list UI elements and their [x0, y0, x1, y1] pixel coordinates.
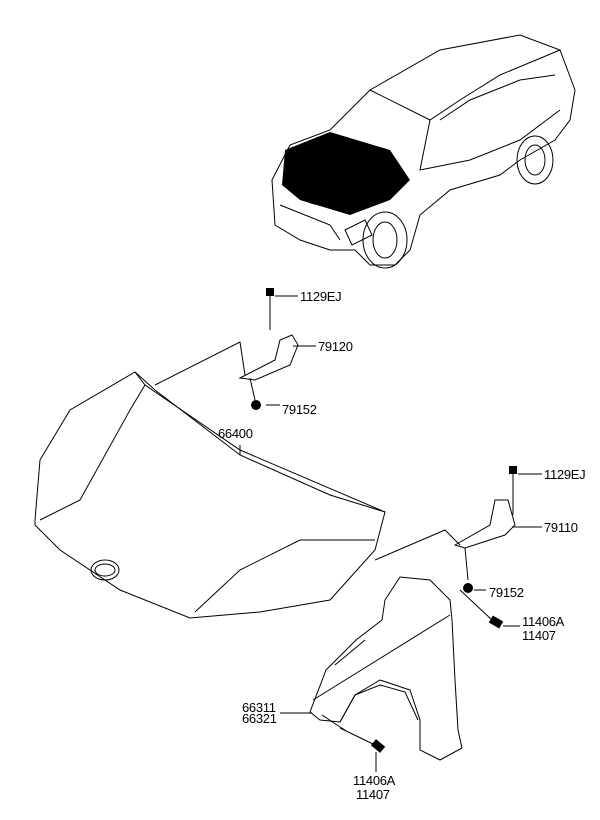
bolt-icon — [488, 615, 504, 629]
bolt-icon — [266, 288, 274, 296]
callout-label-79110: 79110 — [544, 520, 578, 535]
callout-label-1129ej-right: 1129EJ — [544, 467, 585, 482]
callout-label-79120: 79120 — [318, 339, 353, 354]
callout-label-79152-left: 79152 — [282, 402, 317, 417]
callout-label-66400: 66400 — [218, 426, 253, 441]
callout-label-11407-upper: 11407 — [522, 628, 556, 643]
hood-panel-illustration — [34, 341, 461, 619]
bolt-icon — [509, 466, 517, 474]
fender-panel-illustration — [280, 576, 520, 772]
hood-highlight — [282, 132, 410, 215]
callout-label-66311: 66311 — [242, 700, 276, 715]
callout-label-11406a-lower: 11406A — [353, 773, 396, 788]
nut-icon — [463, 583, 473, 593]
callout-label-79152-right: 79152 — [489, 585, 524, 600]
vehicle-overview-illustration — [271, 34, 576, 269]
bolt-icon — [370, 739, 386, 753]
callout-label-11406a-upper: 11406A — [522, 614, 565, 629]
callout-label-66321: 66321 — [242, 711, 277, 726]
hood-hinge-right-illustration — [453, 466, 542, 593]
nut-icon — [251, 400, 261, 410]
hood-hinge-left-illustration — [238, 288, 316, 455]
callout-label-1129ej-left: 1129EJ — [300, 289, 341, 304]
callout-label-11407-lower: 11407 — [356, 787, 390, 802]
